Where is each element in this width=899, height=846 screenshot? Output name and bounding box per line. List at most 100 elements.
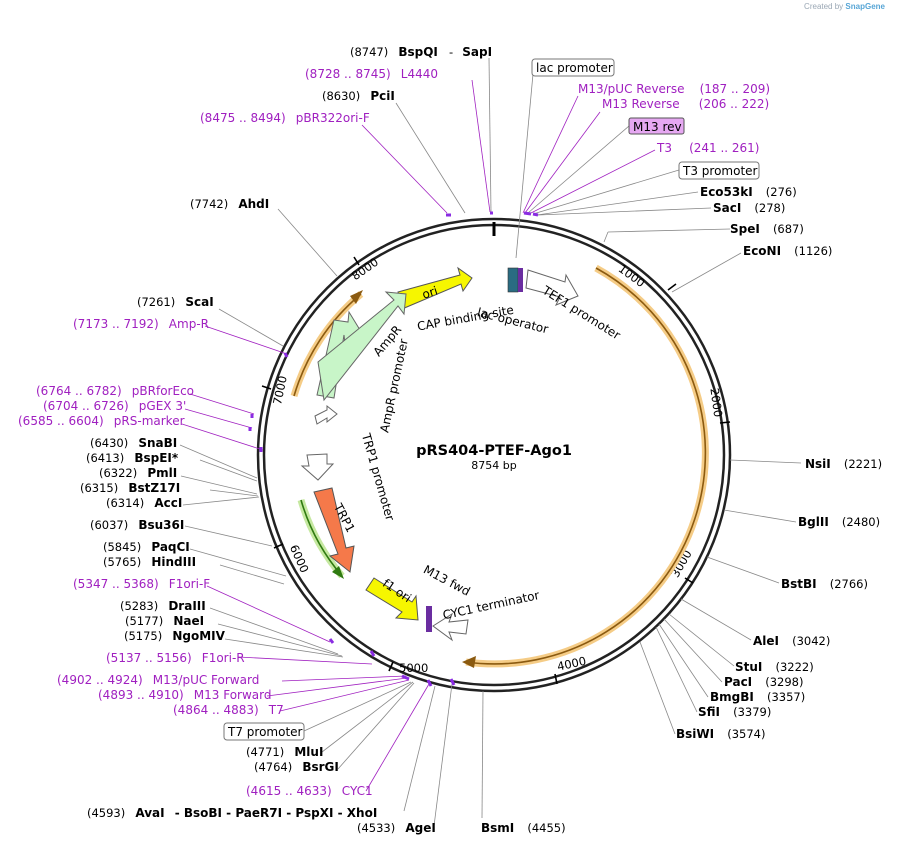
leader-xhoi (403, 685, 436, 812)
leader-bstz17i (209, 489, 259, 497)
leader-spei-b (603, 231, 609, 243)
tick-label-4000: 4000 (556, 654, 588, 674)
leader-bmgbi (658, 623, 709, 698)
leader-ahdi (277, 208, 338, 277)
site-bspei: (6413) BspEI* (86, 447, 179, 466)
tick-7000 (261, 385, 272, 390)
tick-6000 (273, 543, 284, 549)
leader-m13-fwd (266, 677, 408, 697)
primer-prsmarker: (6585 .. 6604) pRS-marker (18, 410, 185, 429)
primer-markers (248, 211, 539, 687)
site-paqci: (5845) PaqCI (103, 536, 190, 555)
site-bsrgi: (4764) BsrGI (254, 756, 339, 775)
site-nsii: NsiI (2221) (805, 453, 882, 472)
leader-eco53ki (536, 191, 699, 216)
box-t3-promoter: T3 promoter (678, 161, 760, 180)
primer-l4440: (8728 .. 8745) L4440 (305, 63, 438, 82)
primer-f1orif: (5347 .. 5368) F1ori-F (73, 573, 210, 592)
feature-ori: ori (397, 266, 473, 310)
tick-4000 (554, 673, 558, 685)
ori-label: ori (420, 284, 439, 302)
leader-sfii (655, 626, 698, 713)
site-bmgbi: BmgBI (3357) (710, 686, 805, 705)
orf-arc-ampr-line (293, 293, 362, 397)
site-pcii: (8630) PciI (322, 85, 395, 104)
site-econi: EcoNI (1126) (743, 240, 832, 259)
site-draiii: (5283) DraIII (120, 595, 206, 614)
site-pmli: (6322) PmlI (99, 462, 177, 481)
feature-trp1-promoter: TRP1 promoter (300, 431, 398, 522)
site-bsu36i: (6037) Bsu36I (90, 514, 184, 533)
leader-bstbi (706, 556, 780, 584)
cap-marker (507, 267, 519, 293)
leader-f1orif (206, 585, 331, 643)
tef1-label: TEF1 promoter (539, 283, 623, 343)
svg-text:lac promoter: lac promoter (536, 61, 613, 75)
site-spei: SpeI (687) (730, 218, 804, 237)
leader-bglii (723, 509, 797, 523)
tef1-arrow (525, 269, 579, 306)
box-m13-rev: M13 rev (628, 117, 685, 135)
leader-snabi (179, 444, 258, 479)
leader-hindiii (219, 564, 285, 585)
primer-pbrforeco: (6764 .. 6782) pBRforEco (36, 380, 194, 399)
site-avai-xhoi: (4593) AvaI - BsoBI - PaeR7I - PspXI - X… (87, 802, 377, 821)
tick-5000 (388, 661, 394, 672)
tick-label-5000: 5000 (399, 661, 428, 675)
leader-lines (179, 57, 802, 827)
feature-f1ori: f1 ori (365, 576, 419, 621)
leader-acci (182, 496, 260, 506)
site-ahdi: (7742) AhdI (190, 193, 269, 212)
trp1-promoter-label: TRP1 promoter (359, 431, 398, 522)
leader-t3prom (532, 169, 680, 215)
site-agei: (4533) AgeI (357, 817, 436, 836)
primer-cyc1: (4615 .. 4633) CYC1 (246, 780, 373, 799)
leader-m13puc-fwd (281, 675, 407, 682)
leader-ampr-primer (204, 325, 288, 355)
snapgene-brand: SnapGene (845, 2, 885, 11)
leader-agei (433, 683, 453, 827)
leader-mlui (321, 681, 414, 753)
leader-t3 (530, 149, 656, 214)
leader-scai (218, 308, 284, 347)
leader-bsrgi (337, 682, 415, 770)
orf-arrow-ampr (350, 290, 363, 304)
site-mlui: (4771) MluI (246, 741, 323, 760)
leader-cyc1-primer (365, 683, 430, 792)
plasmid-name: pRS404-PTEF-Ago1 (416, 443, 572, 459)
site-bstz17i: (6315) BstZ17I (80, 477, 180, 496)
primer-m13puc-reverse: M13/pUC Reverse (187 .. 209) (578, 78, 770, 97)
primer-ampr: (7173 .. 7192) Amp-R (73, 313, 209, 332)
m13fwd-marker (426, 606, 432, 632)
m13fwd-label: M13 fwd (421, 562, 473, 598)
tick-label-6000: 6000 (287, 543, 312, 575)
leader-pgex (184, 408, 253, 429)
plasmid-size: 8754 bp (471, 459, 516, 472)
leader-paci (663, 618, 723, 683)
leader-t7promoter (303, 681, 412, 732)
lac-operator-marker (518, 268, 523, 292)
leader-f1orir (237, 656, 373, 665)
leader-bsu36i (184, 525, 273, 547)
tick-label-7000: 7000 (270, 374, 290, 406)
site-stui: StuI (3222) (735, 656, 814, 675)
site-ngomiv: (5175) NgoMIV (124, 625, 226, 644)
leader-m13-rev (524, 111, 601, 214)
leader-pcii (395, 102, 466, 214)
svg-text:M13 rev: M13 rev (633, 120, 682, 134)
site-bsmi: BsmI (4455) (481, 817, 566, 836)
site-sfii: SfiI (3379) (698, 701, 771, 720)
box-lac-promoter: lac promoter (531, 58, 615, 77)
primer-m13-forward: (4893 .. 4910) M13 Forward (98, 684, 272, 703)
tick-label-2000: 2000 (707, 387, 725, 418)
tick-2000 (719, 421, 731, 424)
leader-pmli (180, 475, 258, 495)
primer-m13puc-forward: (4902 .. 4924) M13/pUC Forward (57, 669, 259, 688)
tick-8000 (353, 256, 360, 266)
leader-naei (217, 623, 343, 657)
leader-prsmarker (181, 423, 264, 451)
leader-m13rev-box (527, 125, 630, 214)
leader-econi (671, 252, 742, 293)
site-scai: (7261) ScaI (137, 291, 214, 310)
